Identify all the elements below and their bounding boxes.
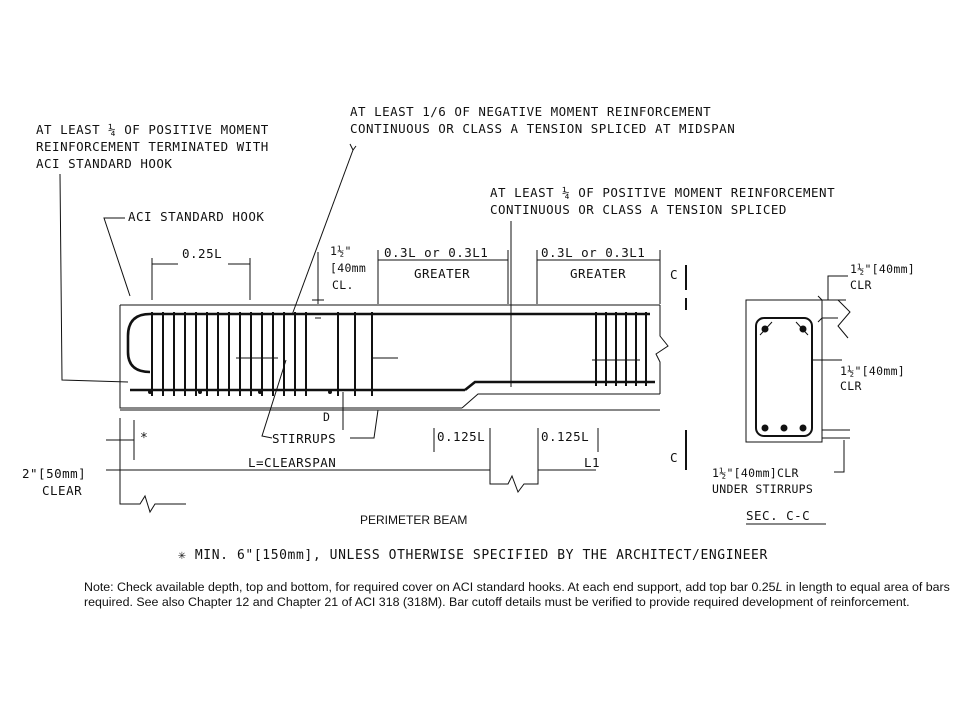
- dim-0125L-right: 0.125L: [541, 429, 589, 444]
- d-label: D: [323, 410, 330, 424]
- leader-standard-hook: [103, 217, 131, 297]
- dim-0125L-left: 0.125L: [437, 429, 485, 444]
- dim-03L-right: 0.3L or 0.3L1: [541, 245, 645, 260]
- stirrup-group: [151, 312, 647, 396]
- l1-label: L1: [584, 455, 600, 470]
- sec-clear-bottom-1: 1½"[40mm]CLR: [712, 466, 799, 480]
- sec-clear-bottom-leader: [834, 440, 845, 473]
- beam-elevation: [119, 304, 669, 411]
- title-perimeter-beam: PERIMETER BEAM: [360, 513, 467, 527]
- label-positive-hook-1: AT LEAST ¼ OF POSITIVE MOMENT: [36, 122, 269, 137]
- bar-dot-group: [148, 390, 332, 394]
- clear-label-1: 2"[50mm]: [22, 466, 86, 481]
- section-mark-top: C: [670, 267, 678, 282]
- dim-03L-left: 0.3L or 0.3L1: [384, 245, 488, 260]
- sec-clear-side-1: 1½"[40mm]: [840, 364, 905, 378]
- label-negative-continuous-2: CONTINUOUS OR CLASS A TENSION SPLICED AT…: [350, 121, 735, 136]
- left-support-break: [119, 418, 186, 514]
- leader-positive-hook: [59, 173, 129, 383]
- dim-03L-right-lines: [536, 250, 661, 304]
- clearspan-label: L=CLEARSPAN: [248, 455, 336, 470]
- note-prefix: Note: Check available depth, top and bot…: [84, 580, 776, 594]
- note-suffix: in length to equal area of bars required…: [84, 580, 950, 609]
- design-note: Note: Check available depth, top and bot…: [84, 580, 954, 610]
- stirrups-leader: [261, 359, 379, 439]
- mid-support-break: [489, 440, 539, 494]
- clear-top-3: CL.: [332, 278, 354, 292]
- leader-negative-continuous: [291, 149, 354, 316]
- clear-top-lines: [312, 252, 324, 319]
- footnote-min-6: ✳ MIN. 6"[150mm], UNLESS OTHERWISE SPECI…: [178, 548, 768, 563]
- label-positive-hook-3: ACI STANDARD HOOK: [36, 156, 172, 171]
- greater-right: GREATER: [570, 266, 626, 281]
- dim-025L-lines: [151, 258, 251, 300]
- dim-025L: 0.25L: [182, 246, 222, 261]
- bar-dot-4: [328, 390, 332, 394]
- sec-clear-top-2: CLR: [850, 278, 872, 292]
- label-positive-continuous-1: AT LEAST ¼ OF POSITIVE MOMENT REINFORCEM…: [490, 185, 835, 200]
- label-positive-continuous-2: CONTINUOUS OR CLASS A TENSION SPLICED: [490, 202, 787, 217]
- sec-clear-top-leader: [827, 275, 848, 300]
- greater-left: GREATER: [414, 266, 470, 281]
- bar-dot-2: [198, 390, 202, 394]
- sec-clear-side-2: CLR: [840, 379, 862, 393]
- label-negative-continuous-1: AT LEAST 1/6 OF NEGATIVE MOMENT REINFORC…: [350, 104, 711, 119]
- label-positive-hook-2: REINFORCEMENT TERMINATED WITH: [36, 139, 269, 154]
- section-cc: [745, 295, 851, 443]
- label-aci-standard-hook: ACI STANDARD HOOK: [128, 209, 264, 224]
- section-mark-bottom: C: [670, 450, 678, 465]
- star-mark: *: [140, 431, 148, 446]
- stirrups-label: STIRRUPS: [272, 431, 336, 446]
- title-section-cc: SEC. C-C: [746, 508, 810, 523]
- clear-label-2: CLEAR: [42, 483, 82, 498]
- clear-top-2: [40mm: [330, 261, 366, 275]
- clear-top-1: 1½": [330, 244, 352, 258]
- sec-clear-top-1: 1½"[40mm]: [850, 262, 915, 276]
- clear-dim-lines: [106, 420, 135, 460]
- bar-dot-3: [258, 390, 262, 394]
- note-italic-L: L: [775, 580, 783, 594]
- sec-clear-bottom-2: UNDER STIRRUPS: [712, 482, 813, 496]
- leader-arrow-negative: [349, 143, 357, 151]
- bar-dot-1: [148, 390, 152, 394]
- dim-03L-left-lines: [377, 250, 509, 304]
- spacing-arrows: [236, 357, 640, 361]
